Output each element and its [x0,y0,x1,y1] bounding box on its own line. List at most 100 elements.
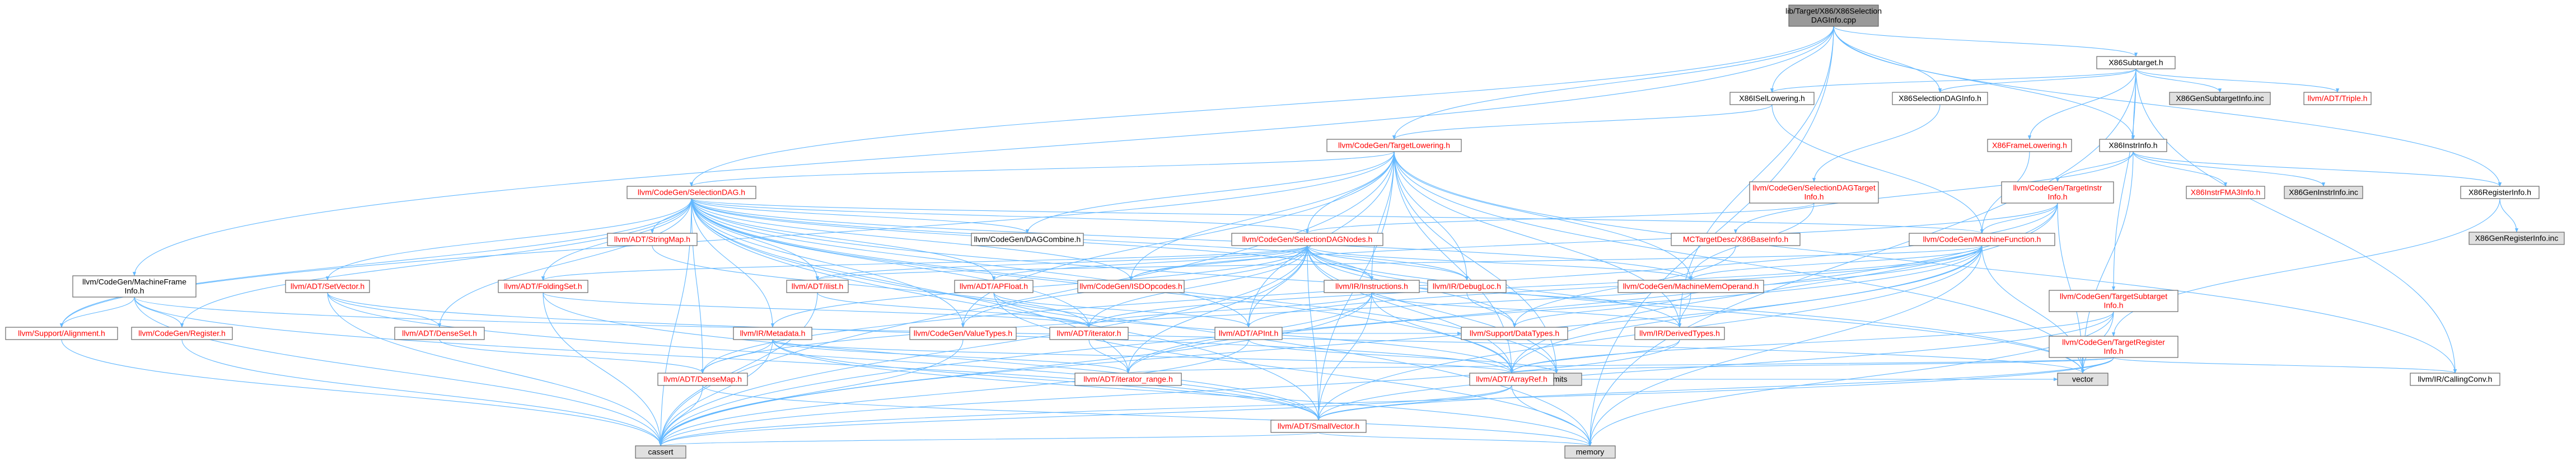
node-label-mcx86baseinfo-0: MCTargetDesc/X86BaseInfo.h [1683,235,1788,244]
node-label-root-1: DAGInfo.cpp [1811,16,1856,25]
edge-selectiondag-to-stringmap [650,198,692,234]
node-densemap[interactable]: llvm/ADT/DenseMap.h [657,373,748,386]
node-seldagnodes[interactable]: llvm/CodeGen/SelectionDAGNodes.h [1231,233,1383,246]
node-label-x86subtarget-0: X86Subtarget.h [2109,58,2163,67]
edge-x86instrinfo-to-x86registerinfo [2133,151,2502,187]
node-setvector[interactable]: llvm/ADT/SetVector.h [285,280,370,293]
node-x86gensubtarget: X86GenSubtargetInfo.inc [2169,92,2271,105]
edge-machineframe-to-cassert [134,296,663,446]
edge-machinefunction-to-iteratorrange [1126,245,1983,374]
node-label-x86isellowering-0: X86ISelLowering.h [1739,94,1805,103]
node-label-supportdatatypes-0: llvm/Support/DataTypes.h [1470,329,1559,338]
node-selectiondag[interactable]: llvm/CodeGen/SelectionDAG.h [627,186,756,199]
edge-seldagnodes-to-apfloat [992,245,1308,281]
node-targetlowering[interactable]: llvm/CodeGen/TargetLowering.h [1326,139,1462,152]
edge-x86instrinfo-to-x86geninstr [2133,151,2326,187]
edge-targetlowering-to-selectiondag [690,151,1395,187]
node-x86registerinfo[interactable]: X86RegisterInfo.h [2460,186,2540,199]
edge-machinefunction-to-apint [1247,245,1983,328]
node-machinefunction[interactable]: llvm/CodeGen/MachineFunction.h [1909,233,2055,246]
node-box-supportdatatypes [1461,327,1568,340]
node-valuetypes[interactable]: llvm/CodeGen/ValueTypes.h [909,327,1017,340]
edge-targetlowering-to-derivedtypes [1394,151,1682,328]
node-label-supportalignment-0: llvm/Support/Alignment.h [18,329,105,338]
edge-seldagnodes-to-machinememop [1307,245,1693,281]
node-apint[interactable]: llvm/ADT/APInt.h [1214,327,1283,340]
node-box-x86registerinfo [2460,186,2540,199]
node-apfloat[interactable]: llvm/ADT/APFloat.h [954,280,1034,293]
node-x86subtarget[interactable]: X86Subtarget.h [2096,56,2176,69]
node-label-x86genregister-0: X86GenRegisterInfo.inc [2475,234,2559,243]
node-derivedtypes[interactable]: llvm/IR/DerivedTypes.h [1634,327,1725,340]
edge-targetlowering-to-instructions [1369,151,1395,281]
node-machinememop[interactable]: llvm/CodeGen/MachineMemOperand.h [1617,280,1764,293]
node-box-iteratorrange [1074,373,1182,386]
node-x86isellowering[interactable]: X86ISelLowering.h [1729,92,1815,105]
edge-x86subtarget-to-x86gensubtarget [2135,68,2222,93]
edge-root-to-targetlowering [1392,26,1834,140]
node-densesetnode[interactable]: llvm/ADT/DenseSet.h [394,327,485,340]
node-label-targetregister-1: Info.h [2103,347,2123,356]
node-foldingset[interactable]: llvm/ADT/FoldingSet.h [498,280,588,293]
edge-machineframe-to-supportalignment [59,296,135,328]
edge-seldagnodes-to-arrayref [1307,245,1514,374]
node-instructions[interactable]: llvm/IR/Instructions.h [1324,280,1420,293]
node-x86instrinfo[interactable]: X86InstrInfo.h [2099,139,2167,152]
edge-targetregister-to-vector [2081,357,2114,374]
node-mcx86baseinfo[interactable]: MCTargetDesc/X86BaseInfo.h [1671,233,1801,246]
node-arrayref[interactable]: llvm/ADT/ArrayRef.h [1469,373,1554,386]
node-debugloc[interactable]: llvm/IR/DebugLoc.h [1427,280,1507,293]
edge-densemap-to-memory [702,385,1592,446]
node-label-x86framelowering-0: X86FrameLowering.h [1992,141,2067,150]
edge-seldagnodes-to-climits [1307,245,1559,374]
node-stringmap[interactable]: llvm/ADT/StringMap.h [607,233,698,246]
edge-x86isellowering-to-targetlowering [1392,104,1773,140]
node-box-ilist [786,280,849,293]
node-box-metadata [733,327,812,340]
node-metadata[interactable]: llvm/IR/Metadata.h [733,327,812,340]
node-supportdatatypes[interactable]: llvm/Support/DataTypes.h [1461,327,1568,340]
node-ilist[interactable]: llvm/ADT/ilist.h [786,280,849,293]
node-box-densesetnode [394,327,485,340]
node-triple[interactable]: llvm/ADT/Triple.h [2303,92,2372,105]
node-box-valuetypes [909,327,1017,340]
edge-root-to-x86seldaginfo [1833,26,1942,93]
node-label-debugloc-0: llvm/IR/DebugLoc.h [1433,282,1501,291]
edge-targetregister-to-callingconv [2113,357,2457,374]
node-iterator[interactable]: llvm/ADT/iterator.h [1049,327,1129,340]
node-label-targetregister-0: llvm/CodeGen/TargetRegister [2062,338,2165,347]
edge-x86subtarget-to-x86isellowering [1770,68,2136,93]
edge-codegenregister-to-cassert [181,339,663,446]
edge-iterator-to-iteratorrange [1088,339,1130,374]
node-dagcombine[interactable]: llvm/CodeGen/DAGCombine.h [971,233,1084,246]
edge-arrayref-to-smallvector [1316,385,1512,421]
node-label-vector-0: vector [2072,375,2093,384]
node-box-setvector [285,280,370,293]
node-x86instrfma3[interactable]: X86InstrFMA3Info.h [2186,186,2265,199]
edge-seldagnodes-to-iterator [1087,245,1308,328]
node-callingconv[interactable]: llvm/IR/CallingConv.h [2410,373,2500,386]
node-isdopcodes[interactable]: llvm/CodeGen/ISDOpcodes.h [1077,280,1185,293]
node-supportalignment[interactable]: llvm/Support/Alignment.h [5,327,118,340]
node-label-selectiondag-0: llvm/CodeGen/SelectionDAG.h [638,188,745,197]
node-smallvector[interactable]: llvm/ADT/SmallVector.h [1270,420,1367,433]
node-box-codegenregister [131,327,233,340]
node-x86framelowering[interactable]: X86FrameLowering.h [1987,139,2072,152]
node-box-targetlowering [1326,139,1462,152]
edge-metadata-to-arrayref [772,339,1513,374]
node-vector: vector [2057,373,2109,386]
node-codegenregister[interactable]: llvm/CodeGen/Register.h [131,327,233,340]
node-iteratorrange[interactable]: llvm/ADT/iterator_range.h [1074,373,1182,386]
edge-targetlowering-to-debugloc [1394,151,1469,281]
node-x86seldaginfo[interactable]: X86SelectionDAGInfo.h [1892,92,1988,105]
node-label-seldagtargetinfo-0: llvm/CodeGen/SelectionDAGTarget [1752,183,1876,192]
edge-machinememop-to-supportdatatypes [1512,292,1691,328]
edge-targetlowering-to-valuetypes [961,151,1395,328]
edge-targetregister-to-arrayref [1510,357,2114,374]
